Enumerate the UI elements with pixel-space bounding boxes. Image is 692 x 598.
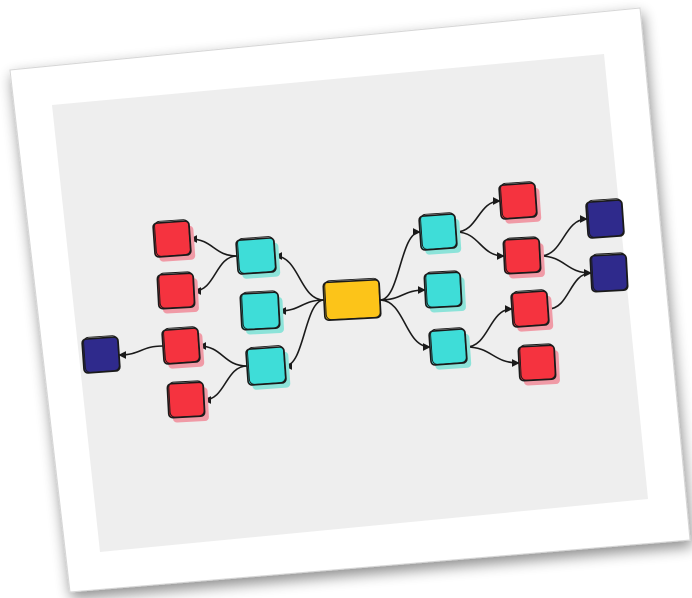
- node-sketch-outline: [168, 380, 205, 418]
- node-sketch-outline: [241, 290, 280, 330]
- edge-center-to-left-branch-bottom: [284, 299, 325, 370]
- edge-right-branch-top-to-right-leaf-1: [455, 197, 501, 233]
- node-sketch-outline: [324, 277, 381, 321]
- edge-right-branch-bottom-to-right-leaf-3: [465, 305, 513, 348]
- node-sketch-outline: [154, 219, 191, 257]
- node-left-branch-bottom: [245, 345, 291, 390]
- node-box-branch: [245, 346, 287, 386]
- node-box-leaf: [502, 237, 542, 275]
- node-right-terminal-1: [585, 198, 625, 239]
- node-sketch-outline: [83, 335, 120, 373]
- node-box-terminal: [81, 336, 121, 374]
- node-box-leaf: [517, 344, 557, 382]
- node-left-branch-top: [235, 236, 281, 279]
- node-sketch-outline: [591, 252, 628, 292]
- edge-center-to-right-branch-top: [379, 228, 421, 301]
- node-box-branch: [235, 237, 277, 275]
- edge-left-leaf-3-to-left-terminal: [118, 345, 164, 359]
- node-left-terminal: [81, 335, 121, 374]
- node-box-terminal: [589, 253, 629, 293]
- edge-center-to-left-branch-top: [274, 252, 325, 301]
- edge-center-to-right-branch-bottom: [379, 299, 431, 351]
- node-left-leaf-1: [152, 219, 196, 262]
- node-left-branch-middle: [239, 290, 284, 335]
- node-right-leaf-4: [517, 343, 560, 386]
- edge-center-to-right-branch-middle: [379, 286, 426, 301]
- node-sketch-outline: [500, 181, 537, 219]
- node-box-branch: [423, 271, 463, 309]
- node-box-branch: [428, 328, 468, 366]
- node-right-terminal-2: [589, 252, 629, 293]
- node-sketch-outline: [512, 289, 549, 327]
- node-box-leaf: [156, 272, 196, 310]
- node-right-leaf-1: [498, 181, 542, 224]
- node-sketch-outline: [247, 345, 286, 385]
- node-sketch-outline: [587, 198, 624, 238]
- node-right-leaf-3: [510, 289, 554, 332]
- node-sketch-outline: [237, 236, 276, 274]
- node-sketch-outline: [163, 326, 200, 364]
- edge-right-branch-top-to-right-leaf-2: [455, 231, 505, 260]
- nodes-layer: [81, 181, 629, 423]
- node-box-branch: [418, 213, 458, 251]
- node-left-leaf-2: [156, 271, 199, 314]
- edge-left-branch-top-to-left-leaf-1: [189, 235, 238, 257]
- node-left-leaf-4: [166, 380, 209, 423]
- node-box-leaf: [510, 290, 550, 328]
- node-sketch-outline: [158, 271, 195, 309]
- node-sketch-outline: [425, 270, 462, 308]
- node-sketch-outline: [519, 343, 556, 381]
- node-center: [322, 277, 382, 322]
- node-box-central: [322, 278, 382, 322]
- node-sketch-outline: [420, 212, 457, 250]
- node-box-leaf: [161, 327, 201, 365]
- node-right-leaf-2: [502, 236, 545, 279]
- node-box-leaf: [498, 182, 538, 220]
- edge-right-branch-bottom-to-right-leaf-4: [465, 346, 520, 367]
- edge-right-leaf-2-to-right-terminal-1: [539, 215, 588, 257]
- node-box-terminal: [585, 199, 625, 239]
- edge-left-branch-top-to-left-leaf-2: [193, 255, 238, 295]
- node-box-branch: [239, 291, 281, 331]
- node-sketch-outline: [430, 327, 467, 365]
- edge-right-leaf-3-to-right-terminal-2: [547, 269, 592, 310]
- node-box-leaf: [166, 381, 206, 419]
- node-right-branch-bottom: [428, 327, 472, 370]
- edge-left-branch-bottom-to-left-leaf-4: [203, 365, 248, 404]
- node-right-branch-top: [418, 212, 462, 255]
- edge-center-to-left-branch-middle: [278, 299, 325, 315]
- node-right-branch-middle: [423, 270, 466, 313]
- edges-layer: [118, 197, 592, 404]
- node-left-leaf-3: [161, 326, 205, 369]
- edge-left-branch-bottom-to-left-leaf-3: [198, 342, 248, 367]
- node-box-leaf: [152, 220, 192, 258]
- node-sketch-outline: [504, 236, 541, 274]
